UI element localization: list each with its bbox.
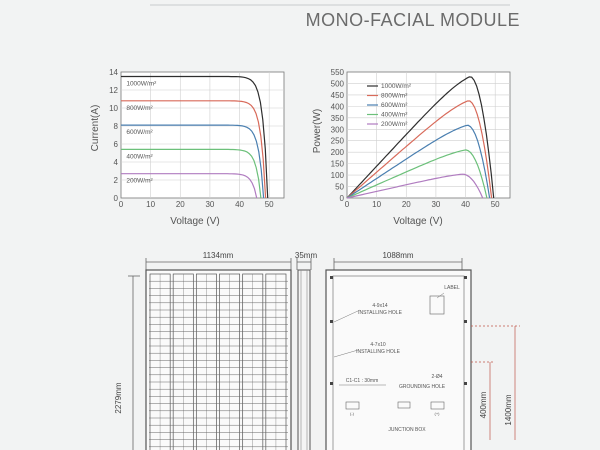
- pv-y-tick-label: 200: [331, 148, 345, 157]
- iv-series-line: [121, 173, 258, 199]
- junction-box-label: JUNCTION BOX: [388, 427, 426, 433]
- grounding-hole-size: 2-Ø4: [431, 374, 442, 380]
- pv-x-tick-label: 40: [461, 200, 470, 209]
- iv-x-tick-label: 20: [176, 200, 185, 209]
- pv-y-tick-label: 50: [335, 183, 344, 192]
- pv-series-line: [346, 124, 491, 199]
- cropped-header-edge: [150, 0, 510, 6]
- rail-dimension-label: 1088mm: [382, 251, 413, 260]
- cell-grid: [149, 273, 288, 450]
- pv-legend-label: 200W/m²: [381, 121, 408, 128]
- pv-y-tick-label: 450: [331, 91, 345, 100]
- pv-y-tick-label: 100: [331, 171, 345, 180]
- iv-y-tick-label: 12: [109, 86, 118, 95]
- width-dimension-label: 1134mm: [203, 251, 234, 260]
- pv-y-tick-label: 300: [331, 125, 345, 134]
- pv-series-line: [346, 173, 484, 199]
- positive-terminal-mark: (+): [435, 411, 441, 416]
- installing-hole-2-size: 4-7x10: [370, 342, 386, 348]
- iv-x-tick-label: 50: [265, 200, 274, 209]
- iv-plot-area: 0 2 4 6 8 10 12 14 0 10 20 30 40 50 1000W/m² 800W/m² 600…: [109, 68, 285, 209]
- iv-y-tick-label: 4: [114, 158, 119, 167]
- iv-series-label: 400W/m²: [126, 153, 153, 160]
- pv-y-axis-label: Power(W): [312, 109, 323, 153]
- pv-legend-label: 1000W/m²: [381, 83, 412, 90]
- pv-legend-label: 800W/m²: [381, 93, 408, 100]
- iv-series-label: 200W/m²: [126, 178, 153, 185]
- iv-series-line: [121, 148, 262, 199]
- iv-y-axis-label: Current(A): [90, 105, 101, 152]
- iv-x-axis-label: Voltage (V): [170, 216, 219, 227]
- iv-x-tick-label: 30: [205, 200, 214, 209]
- pv-x-tick-label: 30: [431, 200, 440, 209]
- iv-series-line: [121, 75, 269, 199]
- iv-series-label: 800W/m²: [126, 105, 153, 112]
- pv-y-tick-label: 350: [331, 114, 345, 123]
- pv-x-tick-label: 20: [402, 200, 411, 209]
- pv-legend-label: 600W/m²: [381, 102, 408, 109]
- iv-x-tick-label: 10: [146, 200, 155, 209]
- module-front-view: [145, 269, 292, 450]
- pv-y-tick-label: 150: [331, 160, 345, 169]
- pv-y-tick-label: 500: [331, 79, 345, 88]
- iv-x-tick-label: 40: [235, 200, 244, 209]
- pv-y-tick-label: 0: [340, 194, 345, 203]
- module-back-view: LABEL 4-9x14 INSTALLING HOLE 4-7x10 INST…: [325, 269, 472, 450]
- page-title: MONO-FACIAL MODULE: [305, 10, 520, 30]
- iv-plot-frame: [120, 71, 285, 199]
- iv-series-label: 600W/m²: [126, 129, 153, 136]
- pv-x-axis-label: Voltage (V): [393, 216, 442, 227]
- pv-x-tick-label: 50: [491, 200, 500, 209]
- cable-length-label: C1-C1 : 30mm: [346, 378, 379, 384]
- iv-x-tick-label: 0: [119, 200, 124, 209]
- grounding-hole-desc: GROUNDING HOLE: [399, 384, 446, 390]
- iv-y-tick-label: 0: [114, 194, 119, 203]
- pv-series-line: [346, 76, 495, 199]
- pv-y-tick-label: 550: [331, 68, 345, 77]
- installing-hole-1-desc: INSTALLING HOLE: [358, 310, 402, 316]
- pv-x-tick-label: 10: [372, 200, 381, 209]
- iv-series-label: 1000W/m²: [126, 81, 157, 88]
- installing-hole-2-desc: INSTALLING HOLE: [356, 349, 400, 355]
- dimension-1400mm: 1400mm: [504, 394, 513, 425]
- iv-y-tick-label: 10: [109, 104, 118, 113]
- iv-y-tick-label: 14: [109, 68, 118, 77]
- pv-y-tick-label: 400: [331, 102, 345, 111]
- installing-hole-1-size: 4-9x14: [372, 303, 388, 309]
- iv-y-tick-label: 6: [114, 140, 119, 149]
- pv-series-line: [346, 149, 488, 199]
- thickness-dimension-label: 35mm: [295, 251, 318, 260]
- iv-y-tick-label: 2: [114, 176, 119, 185]
- negative-terminal-mark: (-): [350, 411, 355, 416]
- dimension-400mm: 400mm: [479, 391, 488, 418]
- label-box-text: LABEL: [444, 285, 460, 291]
- height-dimension-label: 2279mm: [114, 382, 123, 413]
- pv-series-line: [346, 100, 493, 199]
- pv-legend-label: 400W/m²: [381, 112, 408, 119]
- pv-y-tick-label: 250: [331, 137, 345, 146]
- module-side-view: [297, 269, 311, 450]
- iv-y-tick-label: 8: [114, 122, 119, 131]
- iv-series-line: [121, 124, 265, 199]
- pv-x-tick-label: 0: [345, 200, 350, 209]
- iv-series-line: [121, 100, 267, 199]
